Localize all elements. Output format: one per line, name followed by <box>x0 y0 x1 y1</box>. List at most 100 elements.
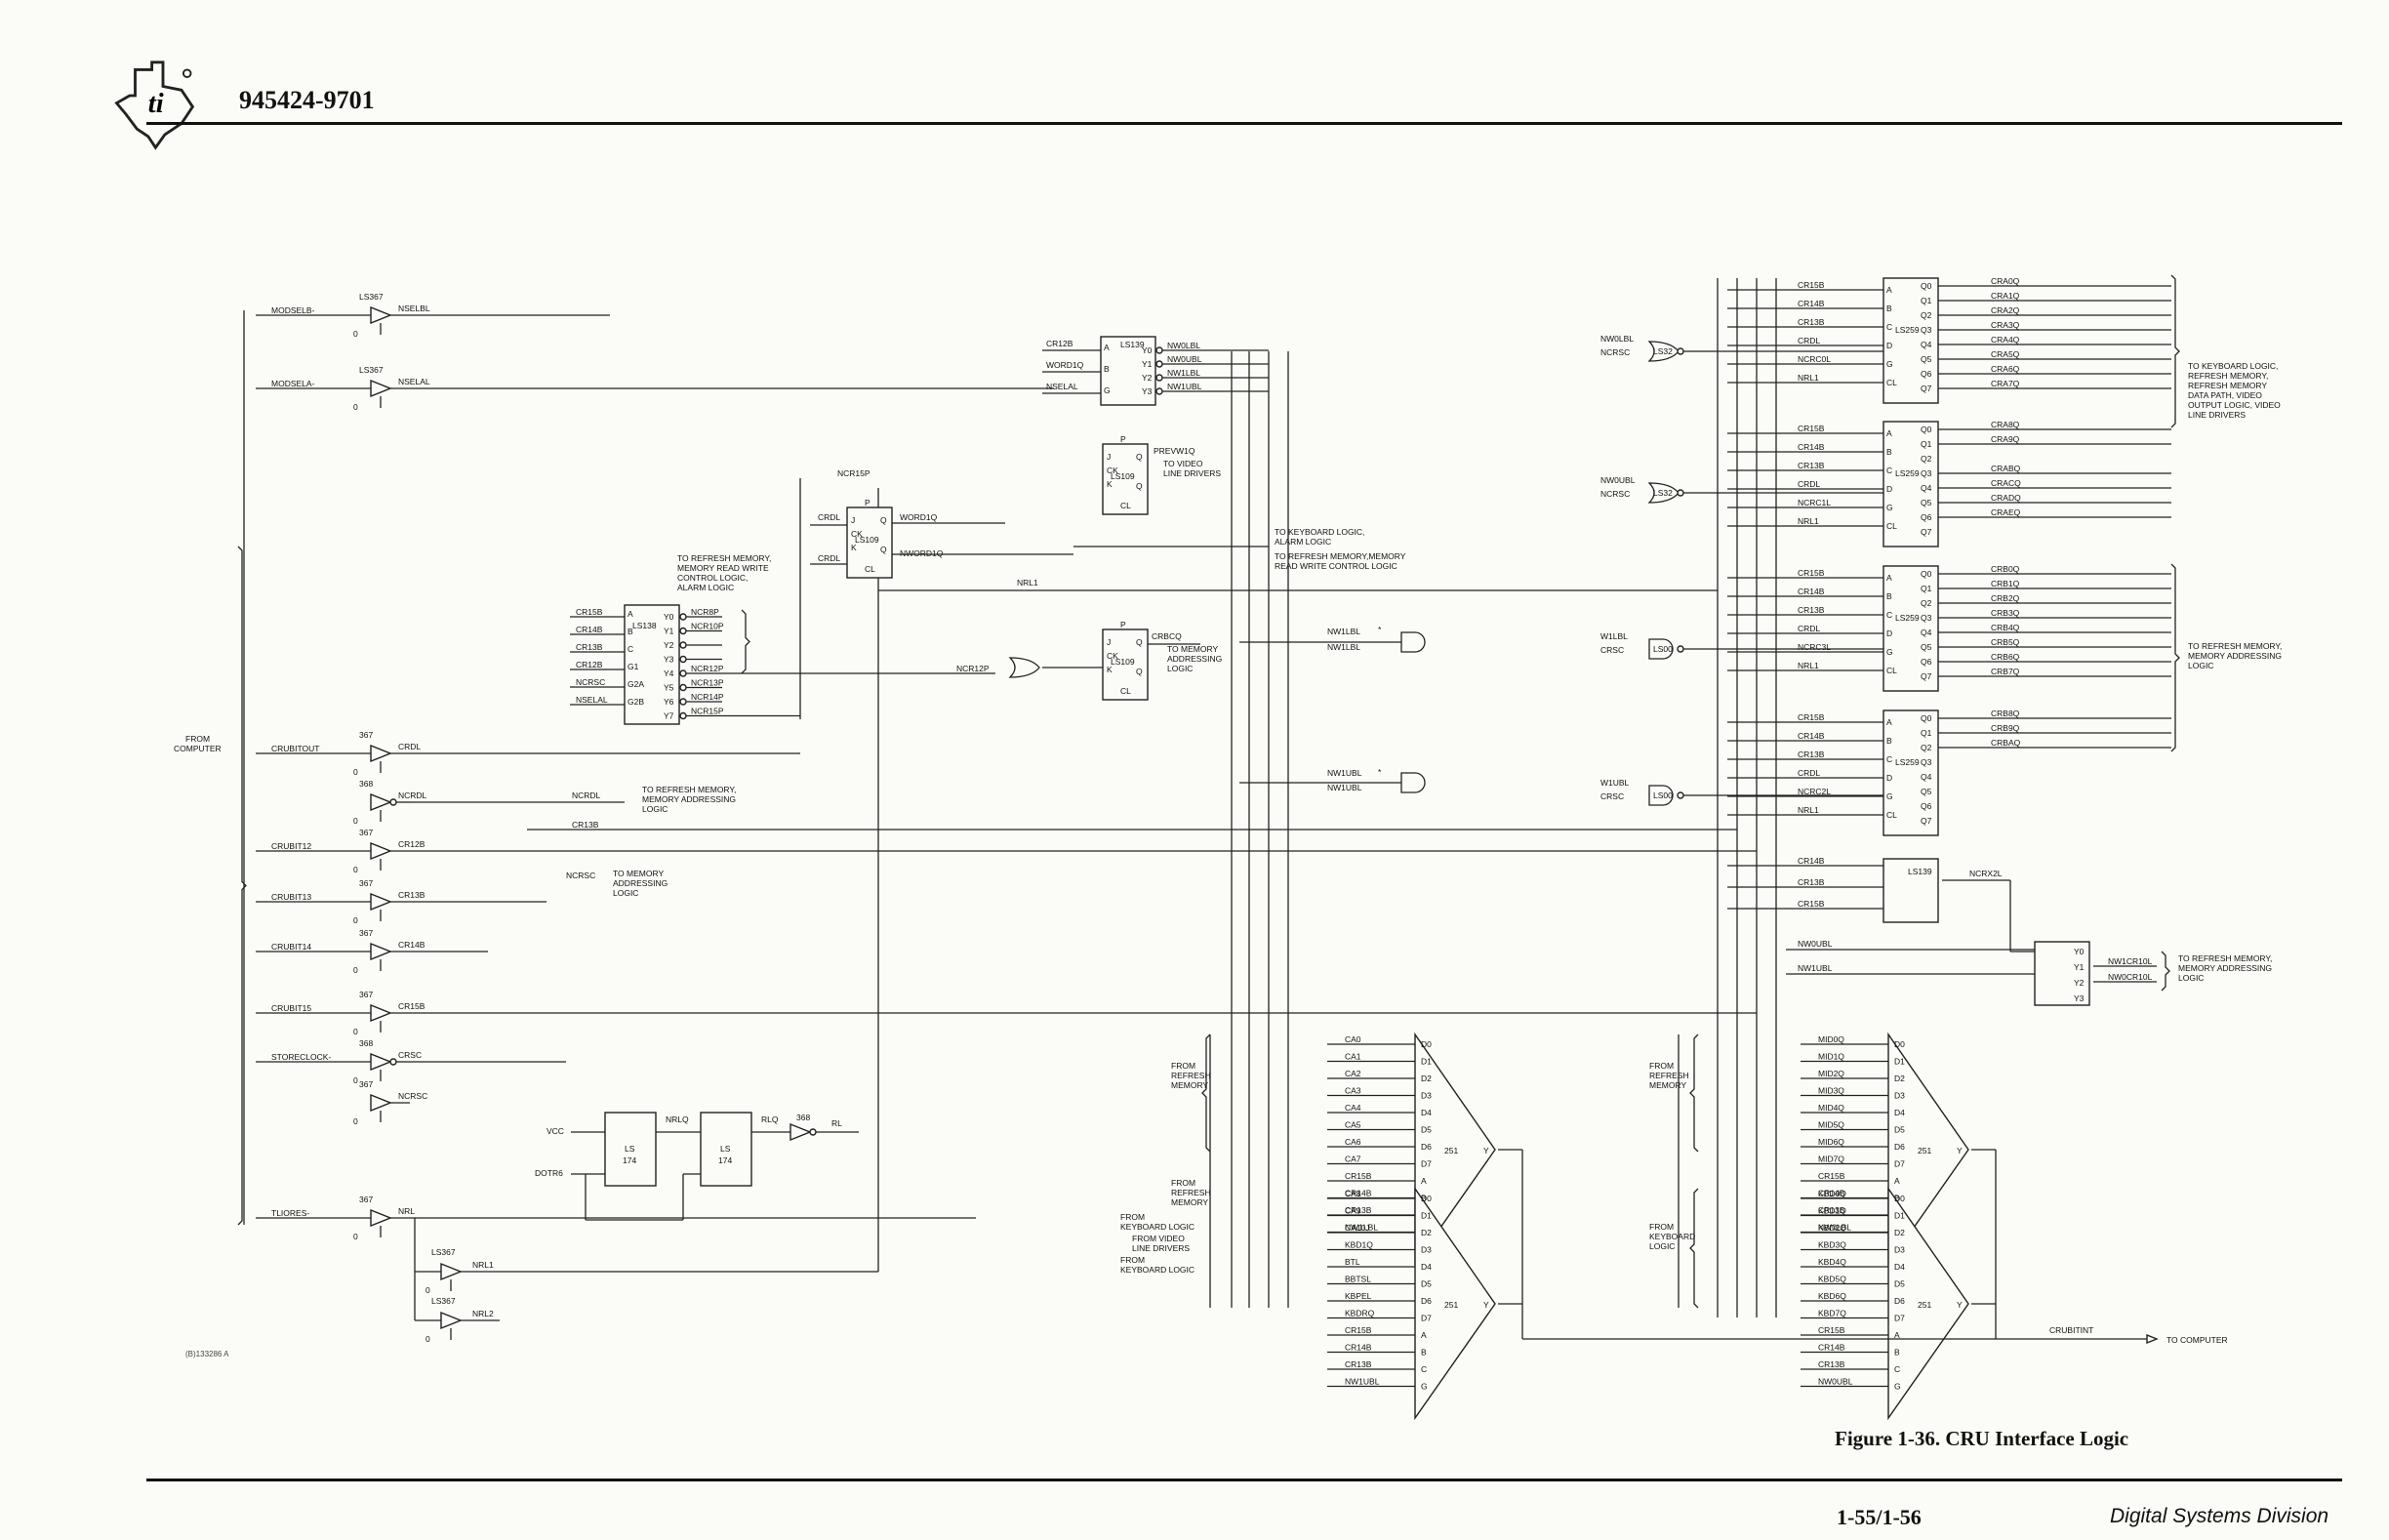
ncr12p-or <box>1008 657 1040 678</box>
mux-a-pin: D0 <box>1421 1039 1432 1049</box>
latch-pin: Q0 <box>1921 569 1932 579</box>
mux-a-input-label: CA6 <box>1345 1137 1361 1147</box>
latch-pin: A <box>1886 573 1892 583</box>
svg-text:ti: ti <box>148 89 164 119</box>
mux-d-pin: C <box>1894 1364 1900 1374</box>
latch-output-label: CRB7Q <box>1991 667 2020 676</box>
mux-b-source: FROM <box>1120 1255 1145 1265</box>
latch-pin: Q6 <box>1921 801 1932 811</box>
ls139-pin: Y2 <box>1142 373 1153 383</box>
nw1lbl-label: NW1LBL <box>1327 642 1360 652</box>
latch-input-label: NCRC2L <box>1798 787 1831 796</box>
enable-label: 0 <box>353 402 358 412</box>
ls00-gate <box>1648 638 1674 660</box>
buffer-chip-label: 367 <box>359 990 373 999</box>
latch-output-label: CRA7Q <box>1991 379 2020 388</box>
ls259-label: LS259 <box>1895 325 1920 335</box>
ls138-pin: Y5 <box>664 683 674 693</box>
ls109-c-label: LS109 <box>1111 657 1135 667</box>
enable-label: 0 <box>353 816 358 826</box>
ls138-input-label: CR15B <box>576 607 603 617</box>
latch-output-label: CRB6Q <box>1991 652 2020 662</box>
latch-output-label: CRB4Q <box>1991 623 2020 632</box>
ls138-pin: G1 <box>628 662 639 671</box>
latch-dest-b: MEMORY ADDRESSING <box>2188 651 2282 661</box>
star-mark: * <box>1378 625 1382 634</box>
ls139-pin: B <box>1104 364 1110 374</box>
ls109-c-pin: J <box>1107 637 1111 647</box>
latch-output-label: CRAEQ <box>1991 507 2021 517</box>
latch-pin: C <box>1886 610 1892 620</box>
gate-input-label: NCRSC <box>1600 489 1630 499</box>
buffer-output-label: NCRDL <box>398 790 427 800</box>
mux-b-input-label: KBDRQ <box>1345 1309 1375 1318</box>
latch-pin: Q0 <box>1921 281 1932 291</box>
latch-pin: Q1 <box>1921 728 1932 738</box>
ls139-output-label: NW0UBL <box>1167 354 1202 364</box>
mux-d-brace <box>1689 1188 1699 1309</box>
inversion-bubble <box>1155 360 1163 368</box>
ls109-c-pin: Q <box>1136 667 1143 676</box>
cr13b-label: CR13B <box>572 820 599 830</box>
inversion-bubble <box>679 613 687 621</box>
figure-caption: Figure 1-36. CRU Interface Logic <box>1835 1427 2129 1450</box>
latch-pin: Q4 <box>1921 772 1932 782</box>
ncrsc-dest: LOGIC <box>613 888 638 898</box>
buffer-output-label: CR15B <box>398 1001 425 1011</box>
inversion-bubble <box>1155 346 1163 354</box>
mux-a-pin: D7 <box>1421 1159 1432 1169</box>
ls109-a-q: WORD1Q <box>900 512 938 522</box>
ls259-latch <box>1883 421 1939 547</box>
ls139-far-output: NW1CR10L <box>2108 956 2153 966</box>
buffer-chip-label: 367 <box>359 730 373 740</box>
rl-buffer <box>790 1122 812 1142</box>
latch-output-label: CRA3Q <box>1991 320 2020 330</box>
latch-pin: CL <box>1886 666 1897 675</box>
ls138-pin: Y0 <box>664 612 674 622</box>
input-buffer <box>370 892 392 912</box>
mux-b-source: FROM <box>1120 1212 1145 1222</box>
ls174-q1: NRLQ <box>666 1114 689 1124</box>
buffer-chip-label: 367 <box>359 878 373 888</box>
input-buffer <box>370 1093 392 1113</box>
mux-a-pin: D1 <box>1421 1057 1432 1067</box>
ls109-c-pin: CK <box>1107 651 1118 661</box>
latch-input-label: CR14B <box>1798 299 1825 308</box>
mux-c-pin: D5 <box>1894 1125 1905 1135</box>
enable-label: 0 <box>353 1232 358 1241</box>
mux-a-input-label: CA0 <box>1345 1034 1361 1044</box>
latch-dest-b: TO REFRESH MEMORY, <box>2188 641 2282 651</box>
mux-c-input-label: MID6Q <box>1818 1137 1844 1147</box>
crubitint-label: CRUBITINT <box>2049 1325 2093 1335</box>
latch-input-label: CR15B <box>1798 568 1825 578</box>
ls139-right-input: CR15B <box>1798 899 1825 909</box>
latch-pin: Q7 <box>1921 527 1932 537</box>
ls109-c-dest: LOGIC <box>1167 664 1193 673</box>
mux-d-input-label: CR14B <box>1818 1343 1845 1353</box>
ls138-input-label: CR13B <box>576 642 603 652</box>
ls138-dest: ALARM LOGIC <box>677 583 734 592</box>
buffer-chip-label: 367 <box>359 1079 373 1089</box>
input-buffer <box>370 744 392 763</box>
mux-c-pin: D4 <box>1894 1108 1905 1117</box>
latch-pin: Q6 <box>1921 512 1932 522</box>
mux-d-out-pin: Y <box>1957 1300 1963 1310</box>
latch-input-label: CR15B <box>1798 424 1825 433</box>
ls138-output-label: NCR13P <box>691 678 724 688</box>
mux-a-pin: B <box>1421 1194 1427 1203</box>
mux-b-source: MEMORY <box>1171 1197 1208 1207</box>
input-buffer <box>370 1052 392 1072</box>
ls138-pin: Y3 <box>664 655 674 665</box>
latch-output-label: CRA9Q <box>1991 434 2020 444</box>
input-buffer <box>370 841 392 861</box>
ls109-a-input: CRDL <box>818 512 840 522</box>
mux-c-pin: D2 <box>1894 1074 1905 1083</box>
ls109-c-pin: Q <box>1136 637 1143 647</box>
latch-pin: A <box>1886 428 1892 438</box>
latch-pin: Q5 <box>1921 498 1932 507</box>
mux-a-input-label: NW1LBL <box>1345 1223 1378 1233</box>
mux-d-source: LOGIC <box>1649 1241 1675 1251</box>
mux-c-input-label: MID1Q <box>1818 1052 1844 1062</box>
ncrdl-dest: LOGIC <box>642 804 668 814</box>
ls109-b-pin: K <box>1107 479 1113 489</box>
